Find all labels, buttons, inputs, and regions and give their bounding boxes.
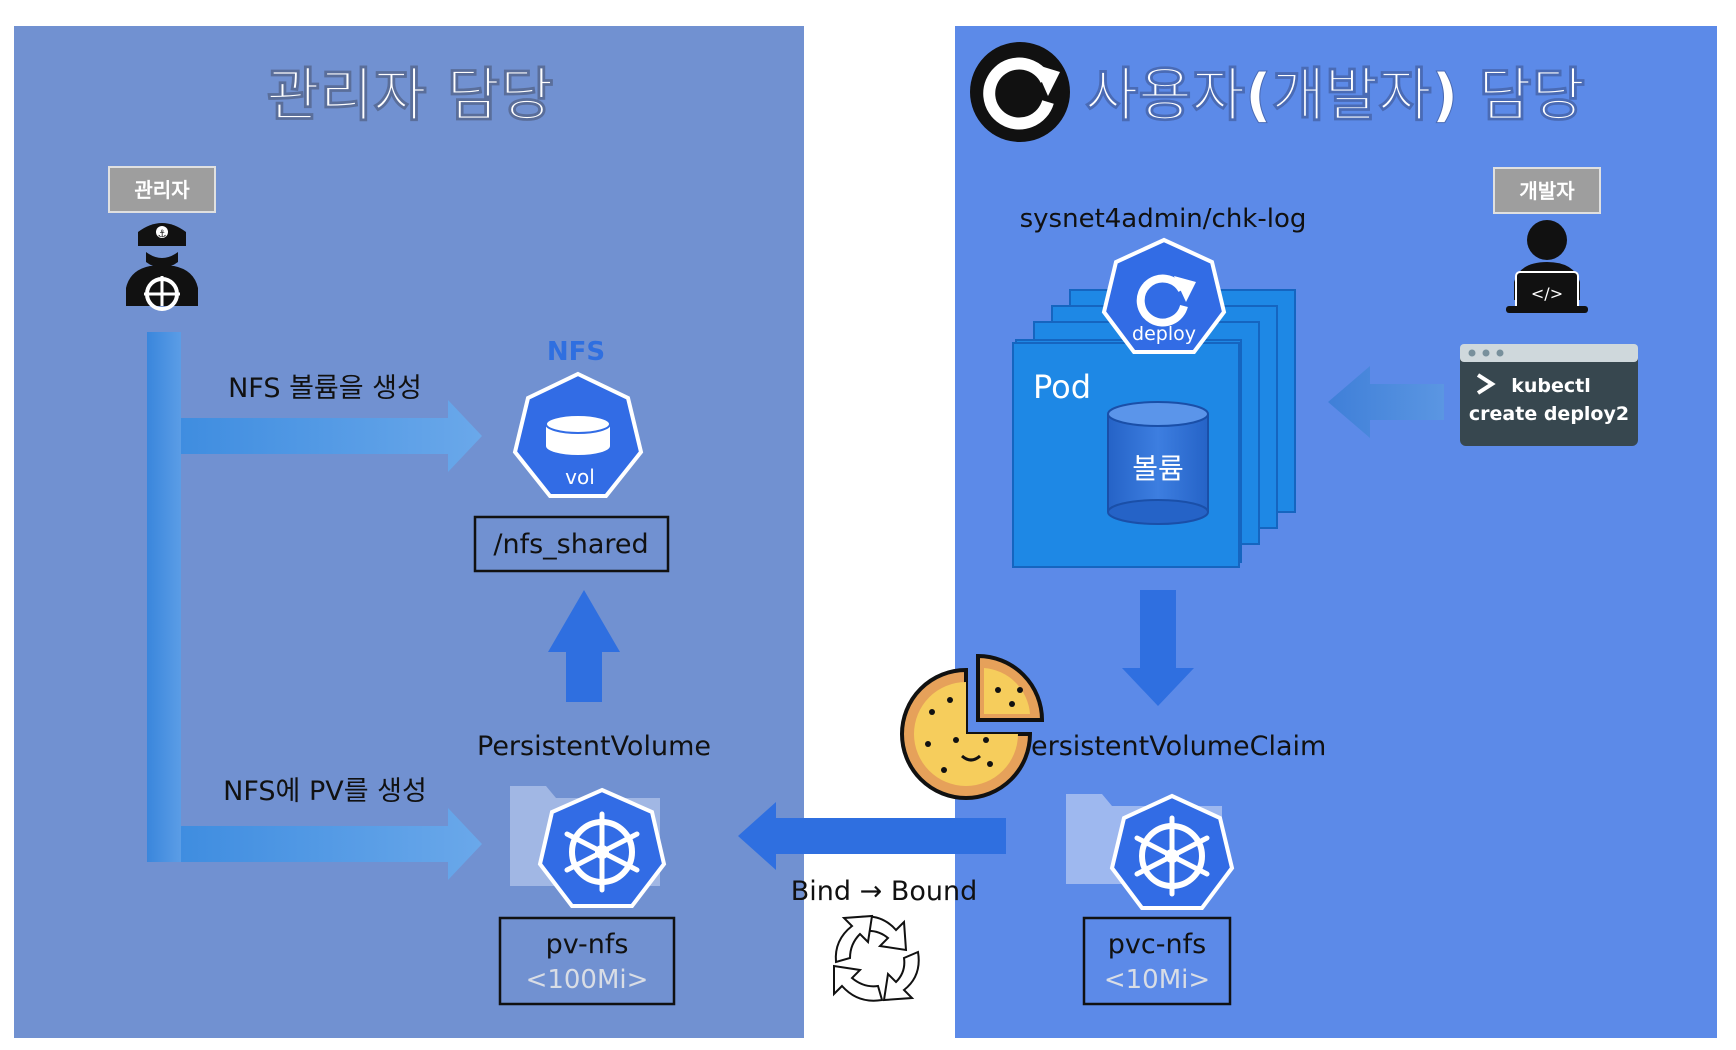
developer-tag-box: [1493, 167, 1601, 214]
nfs-path-label: /nfs_shared: [493, 529, 648, 560]
pod-volume-cylinder: [1107, 401, 1209, 525]
nfs-caption: NFS: [547, 337, 605, 367]
pvc-size: <10Mi>: [1104, 965, 1210, 995]
terminal-window: [1460, 344, 1638, 446]
deploy-brand-icon: [970, 42, 1070, 142]
terminal-command-line1: kubectl: [1511, 375, 1591, 397]
deploy-icon: [1101, 237, 1227, 354]
pvc-name: pvc-nfs: [1108, 929, 1206, 960]
pv-name: pv-nfs: [546, 929, 629, 960]
pvc-kubernetes-icon: [1109, 793, 1235, 910]
admin-captain-icon: ⚓: [126, 223, 198, 311]
nfs-path-box: [473, 515, 670, 573]
arrow-pvc-to-pv-bind: [738, 802, 1006, 870]
step-create-pv-label: NFS에 PV를 생성: [223, 776, 427, 807]
arrow-pod-to-pvc: [1122, 590, 1194, 706]
deploy-icon-label: deploy: [1132, 323, 1196, 345]
pv-kubernetes-icon: [537, 787, 667, 908]
container-image-name: sysnet4admin/chk-log: [1020, 204, 1307, 234]
pv-title: PersistentVolume: [477, 731, 711, 762]
terminal-command-line2: create deploy2: [1469, 403, 1629, 425]
step-create-nfs-label: NFS 볼륨을 생성: [228, 373, 422, 404]
arrow-pv-to-nfs: [548, 590, 620, 702]
arrow-create-pv: [181, 808, 482, 880]
pod-label: Pod: [1033, 368, 1091, 406]
arrow-terminal-to-pod: [1328, 366, 1444, 438]
bind-bound-label: Bind → Bound: [791, 876, 977, 907]
svg-text:⚓: ⚓: [158, 229, 167, 240]
admin-panel-title: 관리자 담당: [267, 61, 554, 129]
nfs-volume-icon: [512, 371, 644, 498]
developer-icon: </>: [1506, 220, 1588, 313]
user-panel-title: 사용자(개발자) 담당: [1085, 61, 1585, 129]
pvc-title: PersistentVolumeClaim: [1016, 731, 1327, 762]
cycle-arrows-icon: [833, 914, 920, 1002]
pod-volume-label: 볼륨: [1132, 452, 1184, 485]
pv-size: <100Mi>: [526, 965, 649, 995]
admin-tag-label: 관리자: [134, 178, 190, 202]
arrow-create-nfs: [181, 400, 482, 472]
admin-tag-box: [108, 166, 216, 213]
pv-info-box: [498, 916, 676, 1006]
developer-tag-label: 개발자: [1519, 179, 1575, 203]
pvc-info-box: [1082, 916, 1232, 1006]
admin-flow-vertical-bar: [147, 332, 181, 862]
pizza-icon: [900, 653, 1045, 800]
nfs-icon-label: vol: [565, 465, 595, 489]
svg-text:</>: </>: [1531, 284, 1563, 303]
